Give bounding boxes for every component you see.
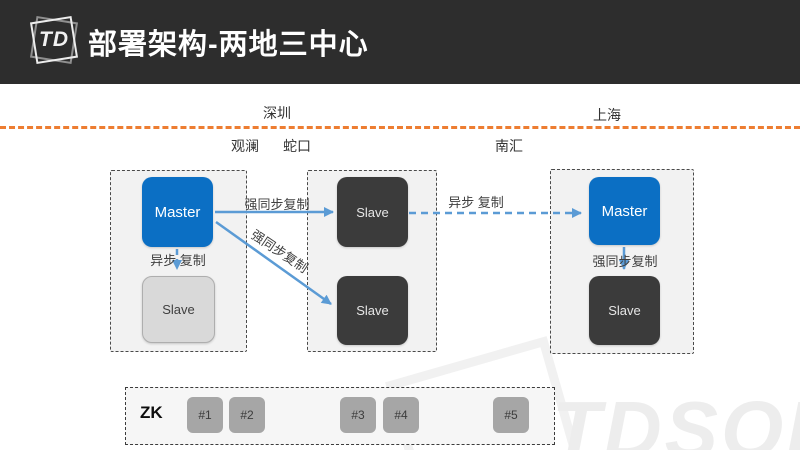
slide-title: 部署架构-两地三中心 xyxy=(88,29,369,61)
logo-text: TD xyxy=(39,28,69,51)
link-label-async-local: 异步 复制 xyxy=(150,253,206,268)
dc-label-guanlan: 观澜 xyxy=(231,138,259,154)
zk-node-1: #1 xyxy=(187,397,223,433)
td-logo-icon: TD xyxy=(28,14,80,66)
zk-node-3: #3 xyxy=(340,397,376,433)
node-shekou-slave-top: Slave xyxy=(337,177,408,247)
node-nanhui-master: Master xyxy=(589,177,660,245)
dc-label-nanhui: 南汇 xyxy=(495,138,523,154)
node-guanlan-slave: Slave xyxy=(142,276,215,343)
zk-node-4: #4 xyxy=(383,397,419,433)
tdsql-watermark: TDSQL xyxy=(552,385,800,450)
link-label-sync-top: 强同步复制 xyxy=(244,197,310,212)
region-divider-line xyxy=(0,126,800,129)
node-guanlan-master: Master xyxy=(142,177,213,247)
zk-node-5: #5 xyxy=(493,397,529,433)
node-nanhui-slave: Slave xyxy=(589,276,660,345)
header-bar: TD 部署架构-两地三中心 xyxy=(0,0,800,84)
city-label-shanghai: 上海 xyxy=(593,107,621,123)
zk-node-2: #2 xyxy=(229,397,265,433)
link-label-sync-remote: 强同步复制 xyxy=(592,254,658,269)
link-label-async-remote: 异步 复制 xyxy=(448,195,504,210)
city-label-shenzhen: 深圳 xyxy=(263,105,291,121)
zk-label: ZK xyxy=(140,403,163,422)
dc-label-shekou: 蛇口 xyxy=(283,138,311,154)
node-shekou-slave-bottom: Slave xyxy=(337,276,408,345)
